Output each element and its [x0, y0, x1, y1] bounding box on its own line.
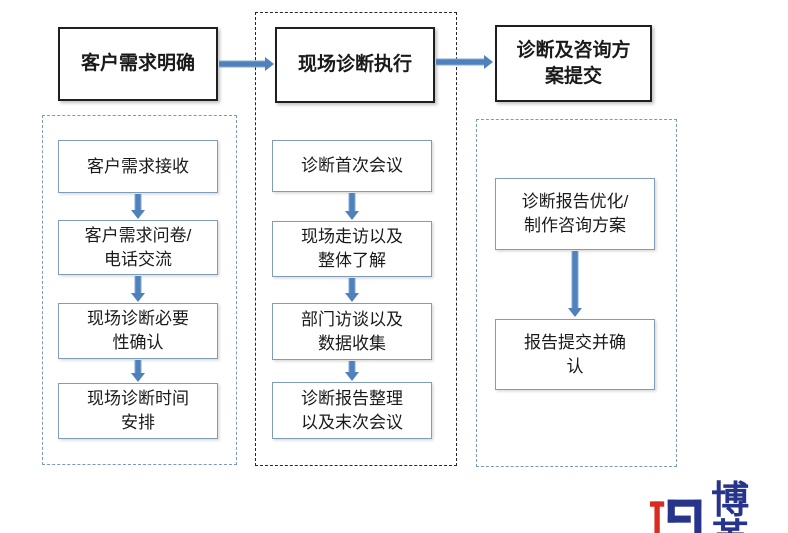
arrow-s2-3-4-icon — [345, 361, 359, 381]
arrow-s2-1-2-icon — [345, 193, 359, 220]
stage-1-step-3-label: 现场诊断必要 性确认 — [87, 309, 189, 352]
logo-mark-icon — [650, 499, 702, 533]
arrow-s1-2-3-icon — [131, 276, 145, 302]
stage-1-step-2-box: 客户需求问卷/ 电话交流 — [58, 220, 218, 275]
stage-1-header-box: 客户需求明确 — [58, 27, 218, 101]
stage-3-step-2-label: 报告提交并确 认 — [524, 332, 626, 376]
stage-1-header-label: 客户需求明确 — [80, 53, 195, 75]
logo: 博革 — [650, 482, 788, 533]
stage-3-header-label: 诊断及咨询方 案提交 — [516, 39, 631, 87]
stage-3-header-box: 诊断及咨询方 案提交 — [495, 25, 652, 102]
stage-3-step-2-box: 报告提交并确 认 — [495, 319, 655, 390]
stage-3-step-1-label: 诊断报告优化/ 制作咨询方案 — [521, 192, 629, 235]
stage-1-step-1-box: 客户需求接收 — [58, 140, 218, 193]
stage-1-step-3-box: 现场诊断必要 性确认 — [58, 303, 218, 359]
arrow-stage2-to-stage3-icon — [436, 55, 493, 69]
stage-3-steps-container — [476, 119, 677, 467]
stage-1-step-4-label: 现场诊断时间 安排 — [87, 389, 189, 432]
stage-2-step-1-box: 诊断首次会议 — [272, 140, 432, 192]
stage-2-header-box: 现场诊断执行 — [275, 27, 435, 103]
arrow-s3-1-2-icon — [568, 251, 582, 317]
stage-2-step-1-label: 诊断首次会议 — [301, 156, 403, 176]
stage-1-step-4-box: 现场诊断时间 安排 — [58, 383, 218, 439]
stage-2-step-4-label: 诊断报告整理 以及末次会议 — [301, 388, 403, 432]
stage-2-step-3-box: 部门访谈以及 数据收集 — [272, 303, 432, 360]
stage-2-step-2-label: 现场走访以及 整体了解 — [301, 227, 403, 270]
arrow-s2-2-3-icon — [345, 278, 359, 302]
stage-2-step-4-box: 诊断报告整理 以及末次会议 — [272, 382, 432, 439]
arrow-stage1-to-stage2-icon — [219, 57, 274, 71]
stage-1-steps-container — [42, 115, 237, 465]
logo-text: 博革 — [711, 480, 751, 533]
stage-1-step-2-label: 客户需求问卷/ 电话交流 — [84, 225, 192, 269]
stage-2-step-3-label: 部门访谈以及 数据收集 — [301, 309, 403, 353]
stage-2-header-label: 现场诊断执行 — [297, 54, 412, 76]
arrow-s1-1-2-icon — [131, 194, 145, 219]
arrow-s1-3-4-icon — [131, 360, 145, 382]
stage-1-step-1-label: 客户需求接收 — [87, 156, 189, 176]
stage-2-container — [255, 12, 457, 466]
stage-3-step-1-box: 诊断报告优化/ 制作咨询方案 — [495, 178, 655, 250]
stage-2-step-2-box: 现场走访以及 整体了解 — [272, 221, 432, 277]
